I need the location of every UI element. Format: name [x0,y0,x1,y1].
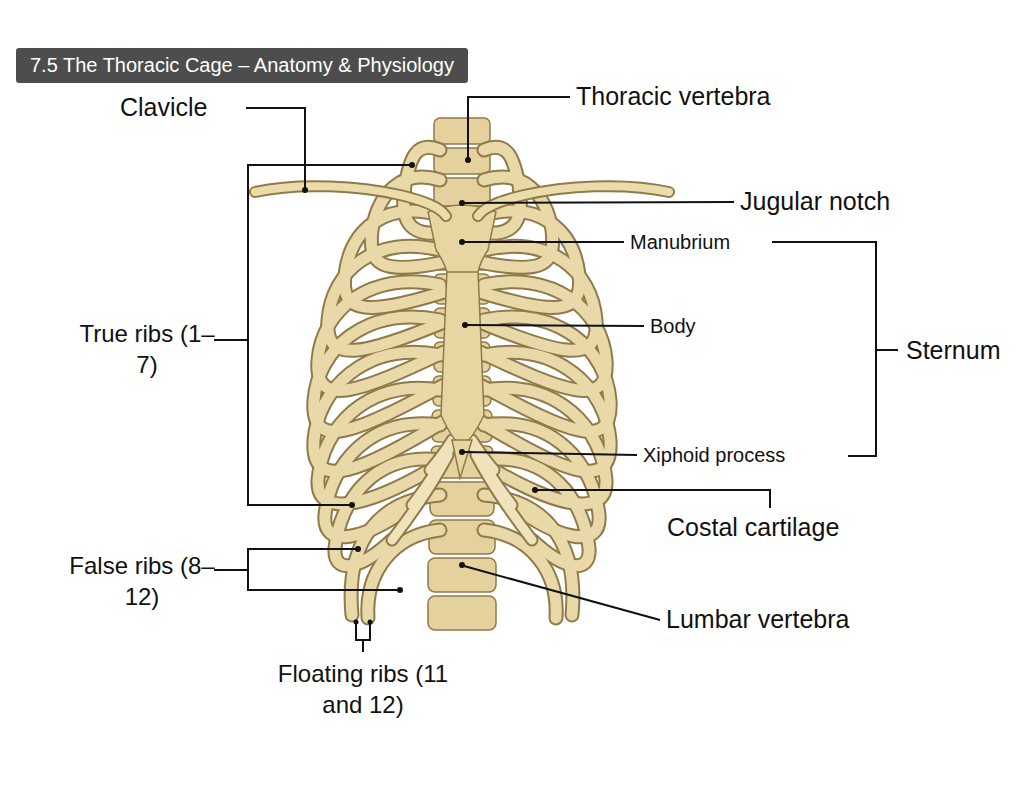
part-label: Body [650,314,696,338]
group-label: Sternum [906,335,1000,365]
group-label: True ribs (1–7) [78,318,216,380]
page-title: 7.5 The Thoracic Cage – Anatomy & Physio… [16,48,468,83]
group-label: False ribs (8–12) [68,550,216,612]
part-label: Jugular notch [740,186,890,216]
clavicles [255,186,669,216]
sternum [428,205,496,478]
part-label: Manubrium [630,230,730,254]
vertebral-column [428,118,496,630]
leader-lines [214,97,898,652]
part-label: Costal cartilage [667,512,839,542]
part-label: Lumbar vertebra [666,604,849,634]
part-label: Clavicle [120,92,208,122]
part-label: Thoracic vertebra [576,81,771,111]
part-label: Xiphoid process [643,443,785,467]
ribs [314,147,610,618]
leader-dots [302,157,538,625]
group-label: Floating ribs (11 and 12) [258,658,468,720]
